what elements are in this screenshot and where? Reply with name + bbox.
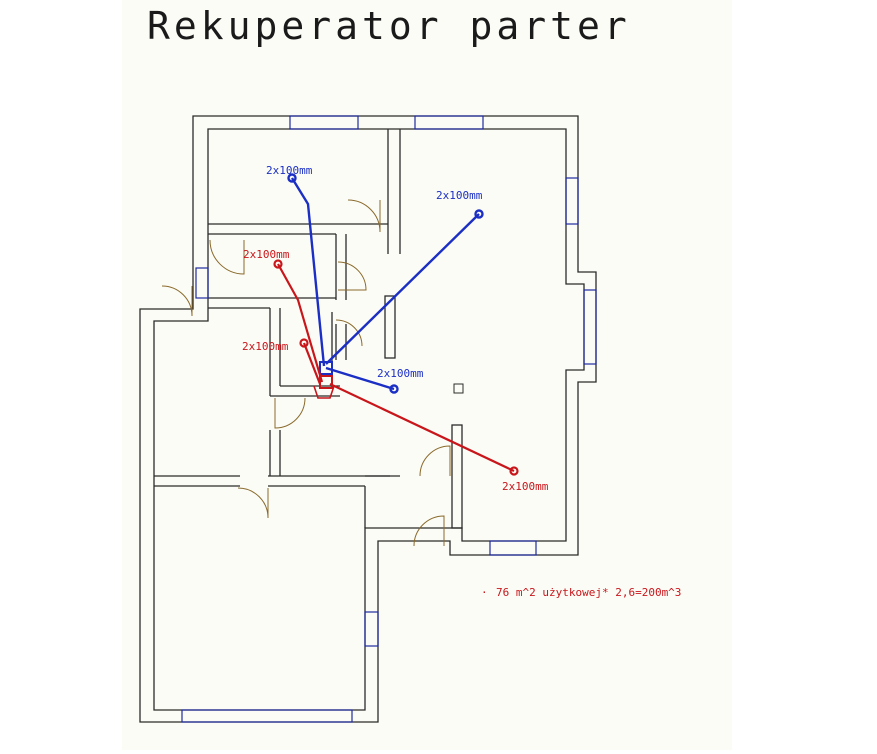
duct-labels: 2x100mm 2x100mm 2x100mm 2x100mm 2x100mm … (242, 164, 549, 493)
outer-wall-outline (139, 115, 597, 723)
paper-background (122, 0, 732, 750)
exhaust-vent (509, 466, 519, 476)
column-marker (453, 383, 464, 394)
supply-label-bedroom: 2x100mm (266, 164, 313, 177)
exhaust-vent (273, 259, 283, 269)
door-swing (335, 319, 363, 347)
supply-vent (389, 384, 399, 394)
page-title: Rekuperator parter (147, 4, 631, 48)
partition-wall (335, 234, 347, 300)
supply-label-living-room: 2x100mm (436, 189, 483, 202)
doors (161, 199, 451, 547)
inner-wall-outline (153, 128, 585, 711)
window (364, 611, 379, 647)
door-swing (419, 445, 451, 477)
exhaust-duct-line (329, 383, 515, 472)
exhaust-label-wc: 2x100mm (243, 248, 290, 261)
window (583, 289, 597, 365)
recuperator-outline (313, 385, 335, 399)
window (181, 709, 353, 723)
window (195, 267, 209, 299)
partition-wall (269, 308, 340, 397)
supply-duct-line (325, 366, 395, 391)
exhaust-label-bathroom: 2x100mm (242, 340, 289, 353)
exhaust-duct-line (277, 263, 324, 383)
supply-duct-line (290, 177, 326, 367)
exhaust-label-kitchen: 2x100mm (502, 480, 549, 493)
partition-wall (387, 129, 401, 254)
door-swing (209, 239, 245, 275)
door-swing (237, 487, 269, 519)
door-swing (337, 261, 367, 291)
supply-ducts (287, 173, 484, 394)
volume-note: 76 m^2 użytkowej* 2,6=200m^3 (496, 586, 681, 599)
supply-duct-line (325, 213, 480, 365)
door-swing (413, 515, 445, 547)
exhaust-duct-line (302, 342, 322, 385)
window (414, 115, 484, 130)
partition-wall (364, 475, 400, 528)
recuperator-supply-box (319, 361, 333, 375)
note-bullet: · (481, 586, 488, 599)
exhaust-ducts (273, 259, 519, 476)
recuperator-exhaust-box (319, 375, 333, 389)
partition-wall (208, 297, 336, 309)
partition-wall (208, 223, 388, 235)
walls (139, 115, 597, 723)
partition-wall (154, 475, 390, 487)
window (489, 540, 537, 556)
supply-label-hall: 2x100mm (377, 367, 424, 380)
door-swing (161, 285, 193, 317)
door-swing (347, 199, 381, 233)
wall-stub (451, 424, 463, 529)
exhaust-vent (299, 338, 309, 348)
supply-vent (474, 209, 484, 219)
partition-wall (269, 430, 281, 476)
door-swing (274, 397, 306, 429)
window (289, 115, 359, 130)
wall-stub (384, 295, 396, 359)
supply-vent (287, 173, 297, 183)
window (565, 177, 579, 225)
windows (181, 115, 597, 723)
